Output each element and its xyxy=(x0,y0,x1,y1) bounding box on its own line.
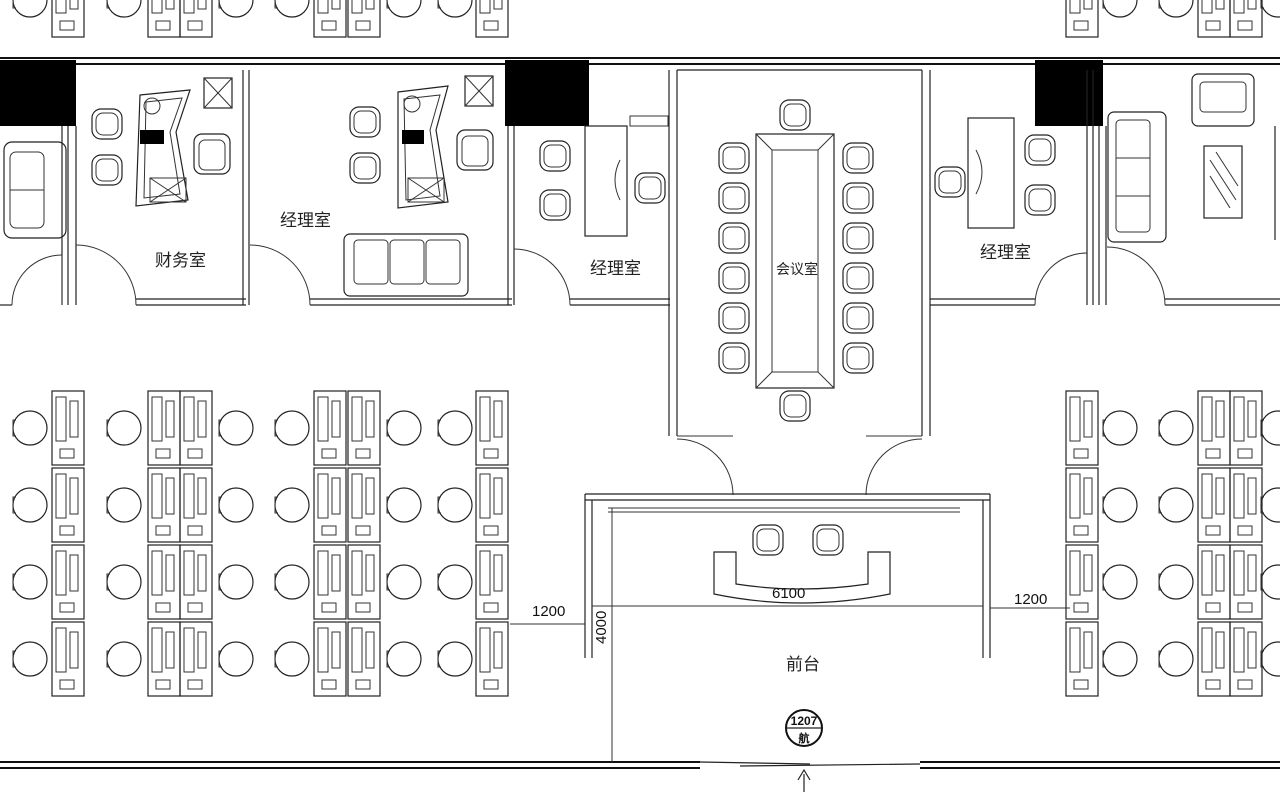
exterior-walls xyxy=(0,57,1280,769)
room-label-reception: 前台 xyxy=(786,655,820,675)
structural-columns xyxy=(0,60,1103,126)
workstations-left xyxy=(12,0,509,696)
dimension-desk-depth: 4000 xyxy=(593,611,610,644)
dimension-left-gap: 1200 xyxy=(532,603,565,620)
manager-room-1-furniture xyxy=(343,75,494,297)
meeting-room-furniture xyxy=(718,99,874,422)
room-label-manager-1: 经理室 xyxy=(280,211,331,231)
room-label-manager-2: 经理室 xyxy=(590,259,641,279)
office-partitions xyxy=(0,69,1280,436)
room-label-finance: 财务室 xyxy=(155,251,206,271)
finance-room-furniture xyxy=(91,77,233,207)
door-swings xyxy=(11,244,1166,496)
room-label-meeting: 会议室 xyxy=(776,261,818,278)
dimension-right-gap: 1200 xyxy=(1014,591,1047,608)
dimension-lines xyxy=(510,605,1070,762)
far-right-room-furniture xyxy=(1107,73,1255,243)
entrance-marker xyxy=(785,709,823,792)
room-label-manager-3: 经理室 xyxy=(980,243,1031,263)
marker-top-text: 1207 xyxy=(791,714,818,728)
dimension-desk-width: 6100 xyxy=(772,585,805,602)
manager-room-3-furniture xyxy=(934,117,1056,229)
manager-room-2-furniture xyxy=(539,115,669,237)
sofa xyxy=(3,141,67,239)
marker-bottom-text: 航 xyxy=(799,731,810,745)
